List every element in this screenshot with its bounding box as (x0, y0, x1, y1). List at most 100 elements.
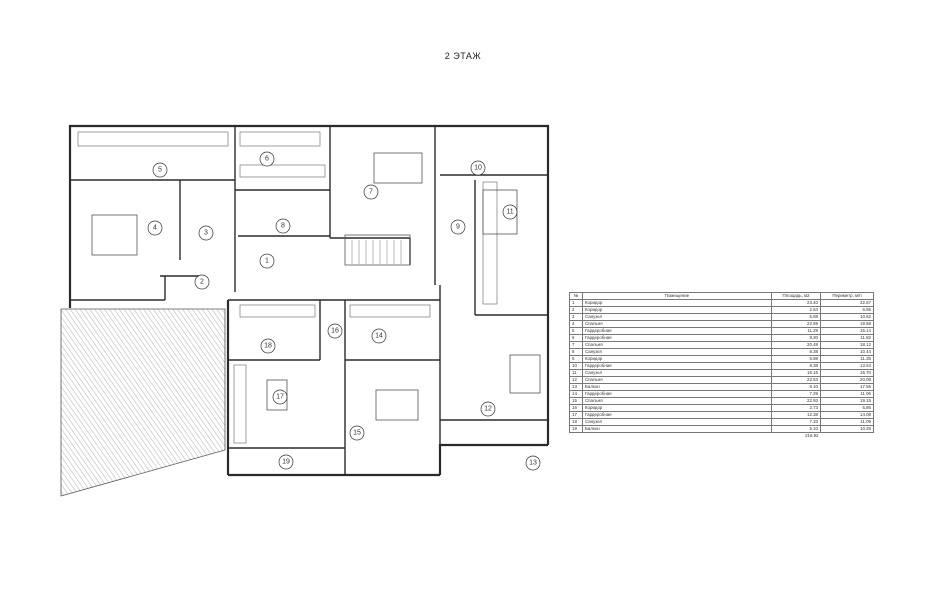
cell-perimeter: 11.82 (820, 334, 874, 342)
cell-perimeter: 17.56 (820, 383, 874, 391)
cell-num: 14 (569, 390, 583, 398)
cell-num: 13 (569, 383, 583, 391)
room-marker-18: 18 (260, 338, 276, 354)
room-marker-circle (275, 218, 291, 234)
room-label: 19 (282, 459, 290, 466)
cell-perimeter: 19.58 (820, 320, 874, 328)
room-label: 7 (369, 189, 373, 196)
room-marker-3: 3 (198, 225, 214, 241)
cell-num: 17 (569, 411, 583, 419)
room-marker-circle (198, 225, 214, 241)
cell-name: Спальня (582, 376, 772, 384)
cell-name: Санузел (582, 418, 772, 426)
room-marker-circle (480, 401, 496, 417)
header-area: Площадь, м2 (771, 292, 821, 300)
cell-num: 11 (569, 369, 583, 377)
room-marker-circle (194, 274, 210, 290)
room-label: 1 (265, 258, 269, 265)
cell-area: 23.40 (771, 299, 821, 307)
cell-area: 22.93 (771, 397, 821, 405)
room-marker-10: 10 (470, 160, 486, 176)
room-marker-circle (272, 389, 288, 405)
table-header-row: № Помещение Площадь, м2 Периметр, м/п (569, 292, 874, 300)
cell-perimeter: 18.12 (820, 341, 874, 349)
cell-perimeter: 14.08 (820, 411, 874, 419)
room-marker-circle (349, 425, 365, 441)
room-marker-circle (363, 184, 379, 200)
room-label: 10 (474, 165, 482, 172)
header-name: Помещение (582, 292, 772, 300)
wardrobes (77, 131, 498, 444)
room-label: 18 (264, 343, 272, 350)
cell-name: Спальня (582, 320, 772, 328)
room-label: 6 (265, 156, 269, 163)
room-marker-circle (327, 323, 343, 339)
outer-walls (68, 124, 550, 477)
room-label: 16 (331, 328, 339, 335)
inner-walls (70, 126, 548, 475)
header-num: № (569, 292, 583, 300)
room-marker-9: 9 (450, 219, 466, 235)
room-label: 2 (200, 279, 204, 286)
cell-perimeter: 19.15 (820, 397, 874, 405)
cell-perimeter: 11.06 (820, 390, 874, 398)
cell-num: 6 (569, 334, 583, 342)
room-marker-8: 8 (275, 218, 291, 234)
cell-area: 7.33 (771, 418, 821, 426)
room-label: 13 (529, 460, 537, 467)
cell-num: 2 (569, 306, 583, 314)
room-marker-11: 11 (502, 204, 518, 220)
room-marker-6: 6 (259, 151, 275, 167)
cell-area: 12.38 (771, 411, 821, 419)
cell-area: 5.10 (771, 425, 821, 433)
cell-perimeter: 6.55 (820, 306, 874, 314)
cell-perimeter: 10.44 (820, 348, 874, 356)
cell-area: 2.64 (771, 306, 821, 314)
cell-area: 15.16 (771, 369, 821, 377)
cell-perimeter: 16.14 (820, 327, 874, 335)
room-label: 15 (353, 430, 361, 437)
cell-num: 9 (569, 355, 583, 363)
cell-name: Гардеробная (582, 334, 772, 342)
room-label: 8 (281, 223, 285, 230)
cell-num: 15 (569, 397, 583, 405)
cell-perimeter: 10.29 (820, 425, 874, 433)
room-marker-2: 2 (194, 274, 210, 290)
cell-name: Коридор (582, 404, 772, 412)
room-label: 11 (506, 209, 513, 216)
header-perimeter: Периметр, м/п (820, 292, 874, 300)
cell-name: Коридор (582, 299, 772, 307)
cell-num: 1 (569, 299, 583, 307)
room-marker-1: 1 (259, 253, 275, 269)
cell-area: 2.73 (771, 404, 821, 412)
cell-num: 3 (569, 313, 583, 321)
room-marker-12: 12 (480, 401, 496, 417)
room-marker-7: 7 (363, 184, 379, 200)
cell-perimeter: 6.86 (820, 404, 874, 412)
room-marker-circle (260, 338, 276, 354)
room-marker-circle (371, 328, 387, 344)
cell-name: Гардеробная (582, 390, 772, 398)
cell-perimeter: 11.35 (820, 355, 874, 363)
cell-name: Санузел (582, 369, 772, 377)
cell-name: Коридор (582, 306, 772, 314)
cell-area: 20.48 (771, 341, 821, 349)
total-area: 216.92 (805, 433, 819, 438)
room-marker-circle (502, 204, 518, 220)
cell-area: 22.59 (771, 320, 821, 328)
room-label: 4 (153, 225, 157, 232)
